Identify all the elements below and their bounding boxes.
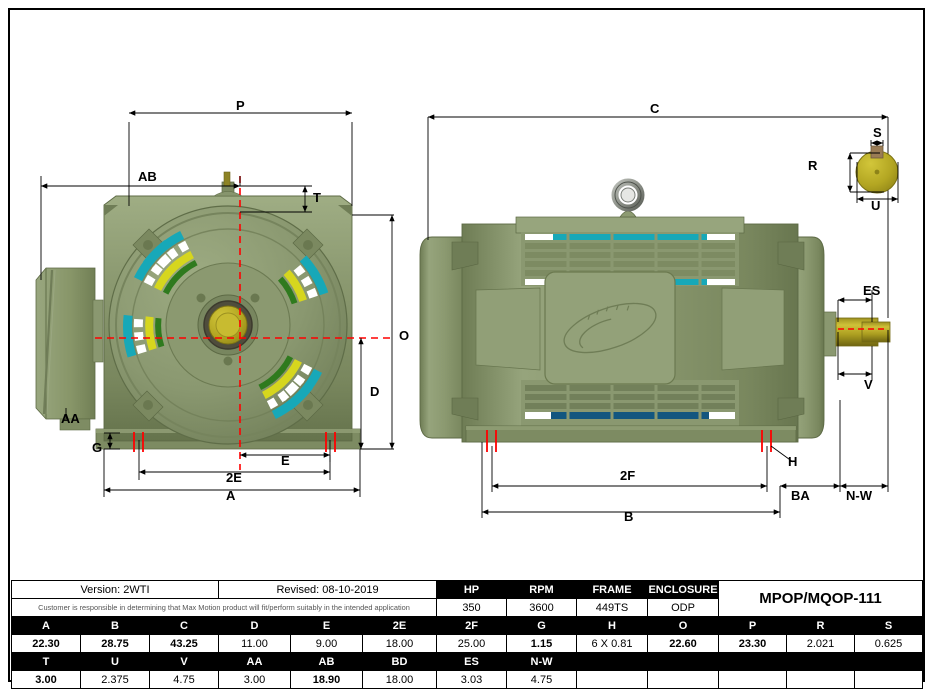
cell-revised: Revised: 08-10-2019 bbox=[218, 580, 437, 599]
cell-model: MPOP/MQOP-111 bbox=[717, 580, 924, 617]
table-row-version: Version: 2WTI Revised: 08-10-2019 HP RPM… bbox=[11, 580, 924, 617]
cell-val-rpm: 3600 bbox=[506, 598, 577, 617]
specification-table: Version: 2WTI Revised: 08-10-2019 HP RPM… bbox=[11, 580, 924, 689]
cell-dim-value-4: 18.90 bbox=[290, 670, 363, 689]
cell-dim-value-3: 3.00 bbox=[218, 670, 291, 689]
cell-dim-value-empty bbox=[718, 670, 787, 689]
cell-dim-header-b: B bbox=[80, 616, 150, 635]
cell-dim-header-empty bbox=[786, 652, 855, 671]
dim-label-BA: BA bbox=[791, 488, 810, 503]
cell-dim-value-7: 4.75 bbox=[506, 670, 577, 689]
dim-label-B: B bbox=[624, 509, 634, 524]
cell-dim-value-7: 1.15 bbox=[506, 634, 577, 653]
cell-dim-value-2: 4.75 bbox=[149, 670, 219, 689]
cell-dim-header-c: C bbox=[149, 616, 219, 635]
cell-dim-header-2e: 2E bbox=[362, 616, 437, 635]
cell-dim-header-empty bbox=[718, 652, 787, 671]
cell-hdr-enclosure: ENCLOSURE bbox=[647, 580, 719, 599]
dim-label-2F: 2F bbox=[620, 468, 636, 483]
dim-label-NW: N-W bbox=[846, 488, 872, 503]
cell-dim-value-6: 3.03 bbox=[436, 670, 507, 689]
cell-dim-header-2f: 2F bbox=[436, 616, 507, 635]
dim-label-G: G bbox=[92, 440, 103, 455]
dim-label-A: A bbox=[226, 488, 236, 503]
cell-disclaimer: Customer is responsible in determining t… bbox=[11, 598, 437, 617]
dim-label-AB: AB bbox=[138, 169, 157, 184]
cell-dim-value-11: 2.021 bbox=[786, 634, 855, 653]
dim-label-H: H bbox=[788, 454, 798, 469]
cell-dim-header-n-w: N-W bbox=[506, 652, 577, 671]
cell-dim-header-bd: BD bbox=[362, 652, 437, 671]
cell-dim-value-2: 43.25 bbox=[149, 634, 219, 653]
cell-dim-value-0: 3.00 bbox=[11, 670, 81, 689]
cell-dim-header-o: O bbox=[647, 616, 719, 635]
cell-dim-value-10: 23.30 bbox=[718, 634, 787, 653]
dim-label-E: E bbox=[281, 453, 290, 468]
cell-dim-value-8: 6 X 0.81 bbox=[576, 634, 648, 653]
dim-label-ES: ES bbox=[863, 283, 881, 298]
cell-dim-value-empty bbox=[853, 670, 924, 689]
cell-dim-header-e: E bbox=[290, 616, 363, 635]
dim-label-V: V bbox=[864, 377, 873, 392]
cell-dim-value-1: 2.375 bbox=[80, 670, 150, 689]
cell-dim-value-3: 11.00 bbox=[218, 634, 291, 653]
cell-dim-value-empty bbox=[647, 670, 719, 689]
cell-dim-header-empty bbox=[853, 652, 924, 671]
dim-label-P: P bbox=[236, 98, 245, 113]
table-row-disclaimer: Customer is responsible in determining t… bbox=[11, 598, 923, 617]
dim-label-D: D bbox=[370, 384, 380, 399]
cell-hdr-rpm: RPM bbox=[506, 580, 577, 599]
cell-dim-header-a: A bbox=[11, 616, 81, 635]
cell-dim-header-es: ES bbox=[436, 652, 507, 671]
cell-dim-value-empty bbox=[576, 670, 648, 689]
dim-label-T: T bbox=[313, 190, 321, 205]
cell-dim-value-6: 25.00 bbox=[436, 634, 507, 653]
cell-dim-value-9: 22.60 bbox=[647, 634, 719, 653]
cell-dim-value-empty bbox=[786, 670, 855, 689]
dim-label-C: C bbox=[650, 101, 660, 116]
cell-dim-header-h: H bbox=[576, 616, 648, 635]
cell-dim-header-aa: AA bbox=[218, 652, 291, 671]
cell-val-enclosure: ODP bbox=[647, 598, 719, 617]
dim-label-O: O bbox=[399, 328, 410, 343]
cell-dim-header-g: G bbox=[506, 616, 577, 635]
cell-dim-header-s: S bbox=[853, 616, 924, 635]
cell-dim-header-d: D bbox=[218, 616, 291, 635]
cell-dim-header-v: V bbox=[149, 652, 219, 671]
cell-val-hp: 350 bbox=[436, 598, 507, 617]
cell-dim-value-4: 9.00 bbox=[290, 634, 363, 653]
cell-dim-value-0: 22.30 bbox=[11, 634, 81, 653]
dim-label-2E: 2E bbox=[226, 470, 242, 485]
cell-dim-value-5: 18.00 bbox=[362, 670, 437, 689]
dim-label-R: R bbox=[808, 158, 818, 173]
cell-dim-value-12: 0.625 bbox=[853, 634, 924, 653]
cell-dim-header-empty bbox=[647, 652, 719, 671]
cell-dim-header-ab: AB bbox=[290, 652, 363, 671]
cell-version: Version: 2WTI bbox=[11, 580, 219, 599]
cell-dim-header-t: T bbox=[11, 652, 81, 671]
cell-dim-header-r: R bbox=[786, 616, 855, 635]
cell-dim-header-u: U bbox=[80, 652, 150, 671]
cell-dim-value-1: 28.75 bbox=[80, 634, 150, 653]
cell-dim-value-5: 18.00 bbox=[362, 634, 437, 653]
cell-hdr-frame: FRAME bbox=[576, 580, 648, 599]
dim-label-S: S bbox=[873, 125, 882, 140]
cell-val-frame: 449TS bbox=[576, 598, 648, 617]
cell-dim-header-empty bbox=[576, 652, 648, 671]
dim-label-U: U bbox=[871, 198, 881, 213]
cell-dim-header-p: P bbox=[718, 616, 787, 635]
dim-label-AA: AA bbox=[61, 411, 80, 426]
cell-hdr-hp: HP bbox=[436, 580, 507, 599]
